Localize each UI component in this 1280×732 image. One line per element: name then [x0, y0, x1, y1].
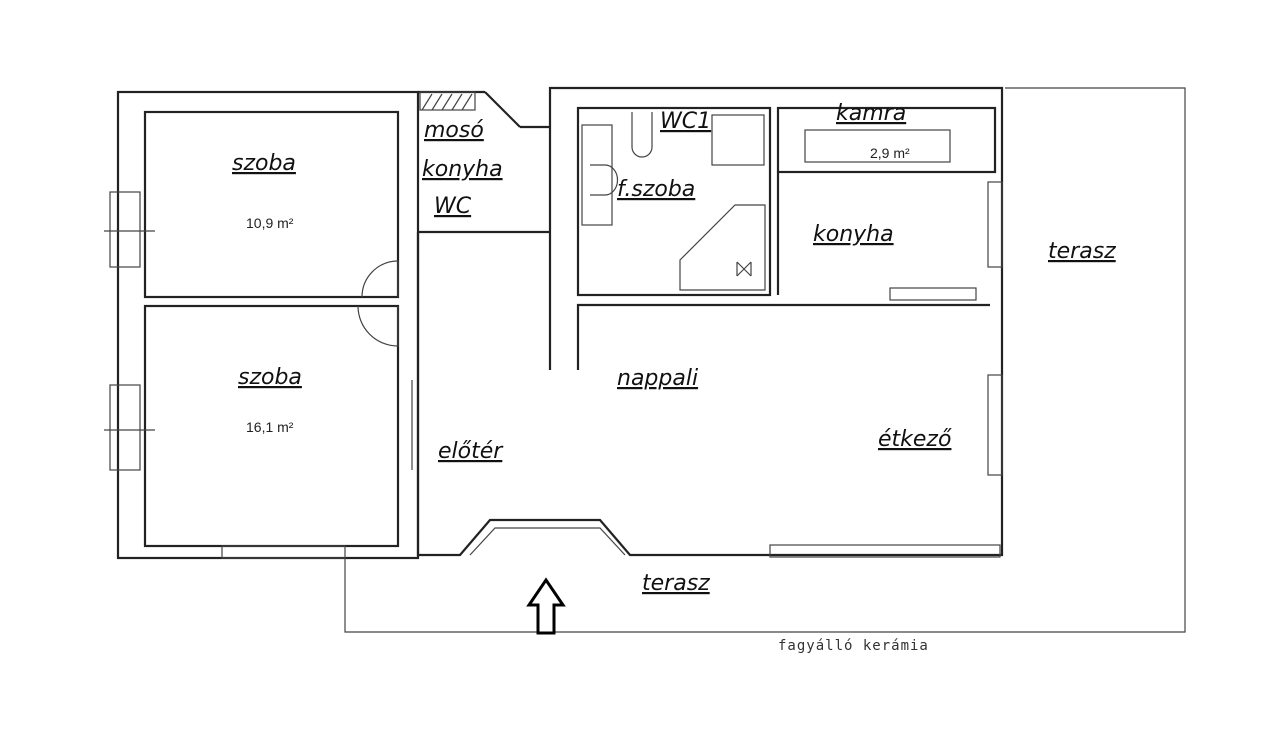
terrace-outline [344, 87, 1186, 635]
room-label-etkezo: étkező [878, 427, 952, 452]
room-label-moso: mosó [424, 118, 484, 143]
bathroom-fixtures [581, 112, 977, 301]
room-label-terasz-right: terasz [1048, 239, 1116, 264]
room-label-wc: WC [434, 194, 472, 219]
walls [116, 86, 1004, 560]
room-label-kamra: kamra [836, 101, 906, 126]
room-label-nappali: nappali [617, 366, 698, 391]
room-label-konyha-small: konyha [422, 157, 503, 182]
entrance-arrow-icon [526, 577, 566, 635]
windows [104, 181, 1003, 559]
room-label-eloter: előtér [438, 439, 504, 464]
room-area-szoba-2: 16,1 m² [246, 419, 294, 435]
floor-material-note: fagyálló kerámia [778, 638, 929, 654]
room-area-kamra: 2,9 m² [870, 145, 910, 161]
room-label-wc1: WC1 [660, 109, 711, 134]
room-label-szoba-1: szoba [232, 151, 296, 176]
room-area-szoba-1: 10,9 m² [246, 215, 294, 231]
room-label-terasz-front: terasz [642, 571, 710, 596]
room-label-konyha: konyha [813, 222, 894, 247]
room-label-szoba-2: szoba [238, 365, 302, 390]
room-label-fszoba: f.szoba [617, 177, 695, 202]
